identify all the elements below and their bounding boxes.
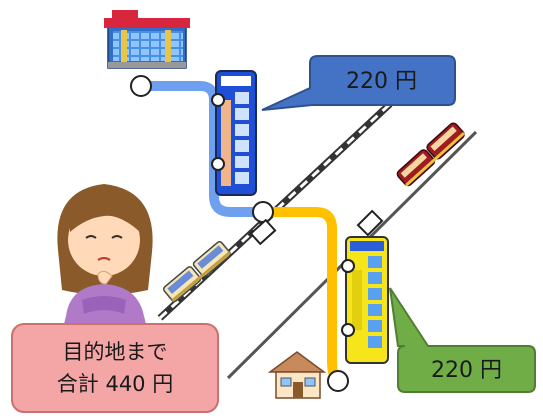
fare-label-green: 220 円: [431, 358, 502, 383]
route-first-leg: [136, 81, 268, 217]
station-marker-2: [356, 209, 384, 237]
cream-train-icon: [162, 241, 232, 303]
station-marker-1: [249, 218, 277, 246]
stop-destination: [327, 370, 349, 392]
fare-label-blue: 220 円: [346, 69, 417, 94]
total-line-amount: 合計 440 円: [56, 372, 174, 396]
total-fare-box: 目的地まで 合計 440 円: [12, 324, 218, 412]
stop-transfer: [252, 201, 274, 223]
yellow-bus-icon: [341, 236, 389, 364]
blue-bus-icon: [211, 70, 257, 196]
red-train-icon: [396, 122, 466, 187]
total-line-destination: 目的地まで: [62, 340, 168, 364]
fare-bubble-blue-shape: [261, 55, 456, 111]
stop-origin: [130, 75, 152, 97]
store-building-icon: [104, 10, 190, 69]
fare-bubble-green-shape: [389, 287, 536, 393]
worried-woman-icon: [57, 184, 153, 324]
total-box-shape: [11, 323, 219, 413]
house-icon: [267, 351, 327, 399]
